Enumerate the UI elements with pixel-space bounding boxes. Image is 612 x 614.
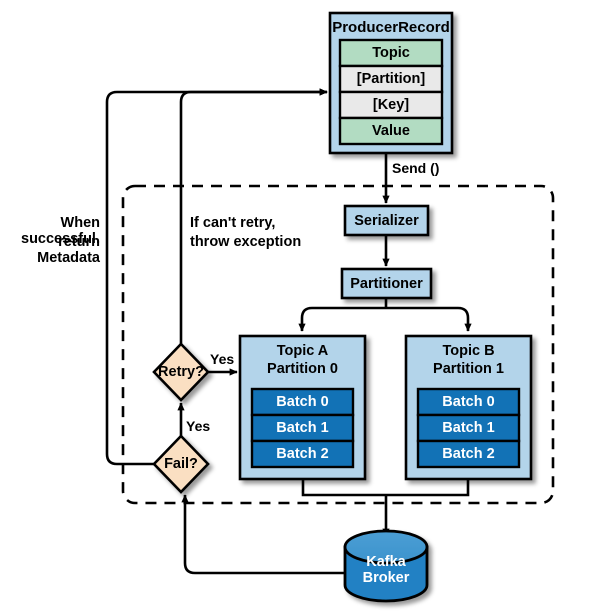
success-note-line2: return Metadata: [37, 234, 100, 266]
topic-b-batch-1: [416, 413, 521, 443]
field-value: [338, 116, 444, 146]
edge-partitioner-topic-b: [386, 306, 472, 332]
producer-boundary: [121, 184, 555, 505]
retry-note-line2: throw exception: [190, 234, 302, 250]
serializer-box: [343, 204, 430, 237]
fail-yes-label: Yes: [186, 418, 211, 434]
partitioner-box: [340, 267, 433, 300]
edge-success-metadata: [105, 88, 328, 466]
retry-yes-label: Yes: [210, 351, 235, 367]
topic-a-batch-2: [250, 439, 355, 469]
edge-broker-fail: [181, 494, 345, 575]
fail-diamond: [152, 434, 210, 494]
send-edge-label: Send (): [392, 160, 440, 176]
edge-partitioner-topic-a: [298, 306, 386, 332]
topic-a-batch-0: [250, 387, 355, 417]
retry-diamond: [152, 342, 210, 402]
edge-topic-b-merge: [386, 479, 470, 497]
field-topic: [338, 38, 444, 68]
edge-topic-a-merge: [301, 479, 386, 497]
topic-b-batch-2: [416, 439, 521, 469]
field-partition: [338, 64, 444, 94]
topic-a-batch-1: [250, 413, 355, 443]
field-key: [338, 90, 444, 120]
kafka-broker-cylinder: [343, 529, 429, 603]
retry-note-line1: If can't retry,: [190, 215, 276, 231]
success-note-line1: When successful,: [21, 215, 100, 247]
topic-b-batch-0: [416, 387, 521, 417]
